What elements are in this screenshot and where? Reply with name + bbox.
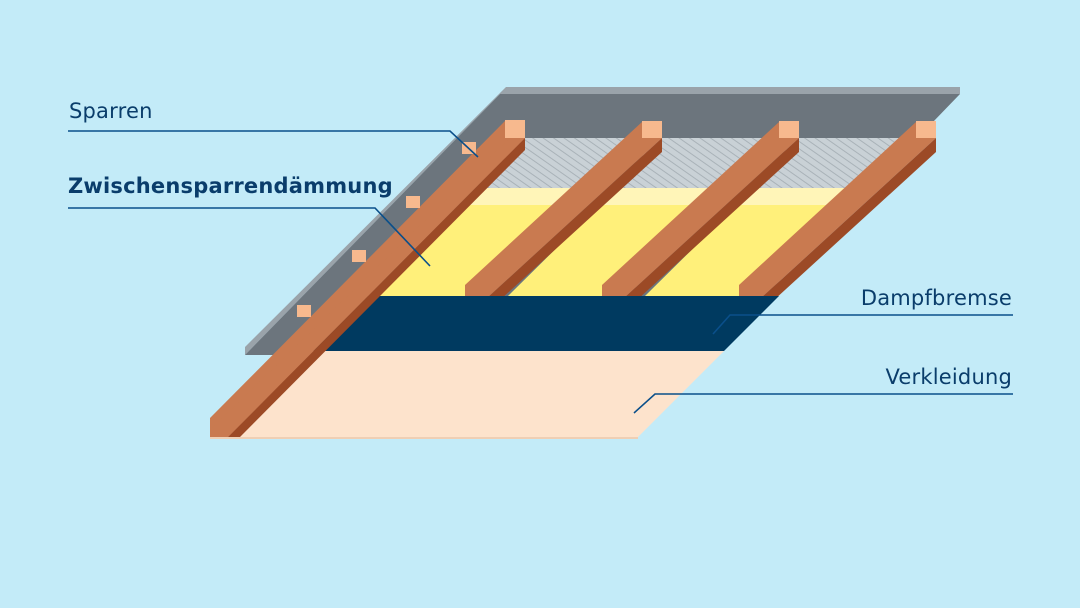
insulation-fields bbox=[370, 188, 852, 296]
leader-lines bbox=[68, 130, 1013, 414]
label-sparren: Sparren bbox=[69, 99, 153, 123]
leader-line-zwischensparrendaemmung bbox=[68, 207, 431, 267]
label-zwischensparrendaemmung: Zwischensparrendämmung bbox=[68, 174, 393, 198]
leader-line-dampfbremse bbox=[712, 314, 1013, 335]
leader-line-sparren bbox=[68, 130, 479, 158]
rafter-front bbox=[210, 120, 525, 437]
label-verkleidung: Verkleidung bbox=[885, 365, 1012, 389]
interior-cladding bbox=[210, 351, 724, 439]
underlay-hatching bbox=[483, 138, 912, 188]
rafters-inner bbox=[465, 121, 936, 300]
vapour-barrier bbox=[290, 296, 779, 351]
label-dampfbremse: Dampfbremse bbox=[860, 286, 1012, 310]
leader-line-verkleidung bbox=[633, 393, 1013, 414]
